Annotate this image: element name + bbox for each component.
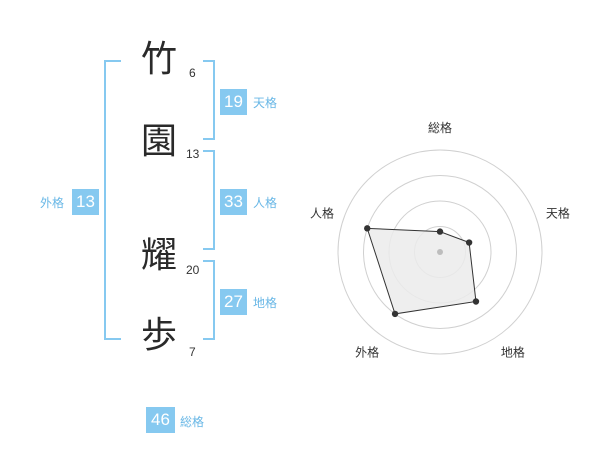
chikaku-label: 地格	[253, 296, 278, 310]
tenkaku-value-badge: 19	[220, 89, 247, 115]
radar-point	[364, 225, 371, 232]
tenkaku-label: 天格	[253, 96, 278, 110]
jinkaku-bracket	[203, 150, 215, 250]
tenkaku-bracket	[203, 60, 215, 140]
radar-point	[465, 239, 473, 246]
radar-axis-label: 地格	[501, 344, 525, 359]
soukaku-label: 総格	[180, 415, 205, 429]
stroke-count-4: 7	[189, 345, 196, 359]
name-char-3: 耀	[141, 235, 178, 276]
jinkaku-value-badge: 33	[220, 189, 247, 215]
name-char-4: 歩	[141, 315, 178, 356]
radar-axis-label: 人格	[310, 206, 334, 221]
gaikaku-label: 外格	[40, 196, 65, 210]
radar-axis-label: 天格	[546, 206, 570, 221]
radar-points	[364, 225, 480, 318]
radar-axis-label: 外格	[355, 344, 379, 359]
radar-point	[472, 298, 480, 305]
jinkaku-label: 人格	[253, 196, 278, 210]
chikaku-value-badge: 27	[220, 289, 247, 315]
radar-ring	[363, 175, 517, 329]
name-char-2: 園	[141, 121, 178, 162]
radar-point	[436, 228, 444, 235]
name-char-1: 竹	[141, 39, 178, 80]
stroke-count-2: 13	[186, 147, 200, 161]
radar-center-dot	[437, 249, 443, 255]
gaikaku-value-badge: 13	[72, 189, 99, 215]
chikaku-bracket	[203, 260, 215, 340]
soukaku-value-badge: 46	[146, 407, 175, 433]
radar-point	[391, 310, 399, 318]
stroke-count-3: 20	[186, 263, 200, 277]
radar-area	[366, 227, 477, 315]
radar-axis-label: 総格	[428, 120, 452, 135]
stroke-count-1: 6	[189, 66, 196, 80]
gaikaku-bracket	[104, 60, 121, 340]
radar-ring	[337, 149, 543, 355]
